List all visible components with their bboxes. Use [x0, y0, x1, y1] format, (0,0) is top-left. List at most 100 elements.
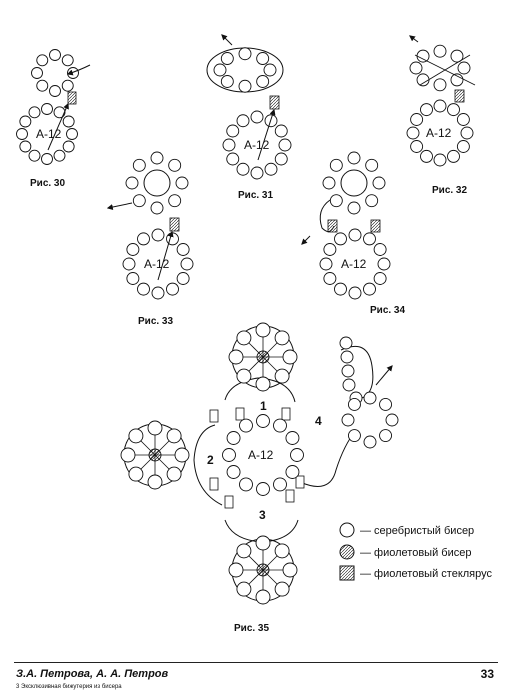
bead — [273, 418, 287, 433]
bead — [342, 378, 356, 392]
figure-33: A-12 Рис. 33 — [106, 151, 194, 327]
bead — [19, 115, 32, 128]
bead — [406, 126, 420, 140]
bead — [285, 431, 300, 445]
figure-caption: Рис. 33 — [138, 316, 173, 327]
bead — [151, 228, 165, 242]
bugle-bead — [327, 219, 338, 233]
bead — [416, 73, 430, 87]
bead — [53, 149, 66, 162]
bead — [151, 286, 165, 300]
bead — [256, 563, 270, 577]
bead — [236, 162, 250, 176]
fig32-top-ring — [409, 44, 471, 92]
bead — [274, 543, 290, 559]
bead — [322, 176, 336, 190]
bead — [363, 282, 376, 296]
bead — [238, 79, 252, 93]
bead — [176, 272, 190, 285]
bead — [49, 85, 61, 97]
bead — [222, 138, 236, 152]
bead — [379, 429, 393, 443]
bead — [363, 391, 377, 405]
fig35-flower-left — [120, 420, 190, 490]
bead — [122, 257, 136, 271]
bead — [213, 63, 227, 77]
core-label: A-12 — [36, 127, 62, 141]
bead — [132, 194, 146, 208]
figure-31: A-12 Рис. 31 — [206, 34, 292, 201]
core-label: A-12 — [144, 257, 170, 271]
bead — [175, 176, 189, 190]
figure-caption: Рис. 31 — [238, 190, 273, 201]
bead — [128, 466, 144, 482]
bead — [236, 368, 252, 384]
silver-bead-swatch — [339, 522, 355, 538]
bead — [255, 376, 271, 392]
bead — [16, 128, 28, 140]
bead — [410, 113, 424, 126]
bead — [36, 54, 49, 67]
bead — [274, 330, 290, 346]
bead — [166, 428, 182, 444]
figure-30: A-12 Рис. 30 — [16, 49, 91, 189]
zone-label: 3 — [259, 508, 266, 522]
fig33-top-ring — [125, 151, 189, 215]
bead — [457, 61, 471, 75]
bead — [49, 49, 61, 61]
bead — [282, 562, 298, 578]
fig35-flower-top — [228, 322, 298, 392]
bead — [62, 115, 75, 128]
bead — [334, 282, 347, 296]
bead — [256, 52, 270, 65]
bead — [323, 272, 337, 285]
bead — [282, 349, 298, 365]
bead — [372, 176, 386, 190]
bead — [340, 350, 354, 364]
bead — [150, 151, 164, 165]
bead — [226, 431, 241, 445]
bugle-bead — [295, 475, 305, 489]
bead — [256, 414, 270, 428]
bead — [256, 482, 270, 496]
zone-label: 1 — [260, 399, 267, 413]
footer-rule — [14, 662, 498, 663]
fig34-bottom-ring — [319, 228, 391, 300]
bead — [228, 349, 244, 365]
bead — [278, 138, 292, 152]
figure-caption: Рис. 30 — [30, 178, 65, 189]
bead — [125, 176, 139, 190]
bead — [290, 448, 304, 462]
fig35-flower-bottom — [228, 535, 298, 605]
bead — [67, 67, 79, 79]
bead — [236, 330, 252, 346]
bead — [236, 543, 252, 559]
bead — [255, 535, 271, 551]
bead — [28, 106, 41, 119]
bead — [410, 140, 424, 153]
page-number: 33 — [480, 667, 494, 681]
fig30-top-ring — [31, 49, 79, 97]
bead — [147, 420, 163, 436]
core-label: A-12 — [244, 138, 270, 152]
fig30-bottom-ring — [16, 103, 78, 165]
bead — [255, 589, 271, 605]
fig35-center-ring — [222, 414, 304, 496]
bugle-bead — [285, 489, 295, 503]
bead — [373, 243, 387, 256]
bead — [66, 128, 78, 140]
bead — [41, 153, 53, 165]
bead — [274, 368, 290, 384]
bead — [168, 158, 182, 172]
bead — [250, 166, 264, 180]
bead — [363, 435, 377, 449]
figure-32: A-12 Рис. 32 — [406, 35, 476, 196]
bead — [285, 465, 300, 479]
bead — [456, 140, 470, 153]
bead — [433, 99, 447, 113]
bead — [329, 194, 343, 208]
bead — [250, 110, 264, 124]
bead — [62, 140, 75, 153]
bugle-bead — [67, 91, 77, 105]
